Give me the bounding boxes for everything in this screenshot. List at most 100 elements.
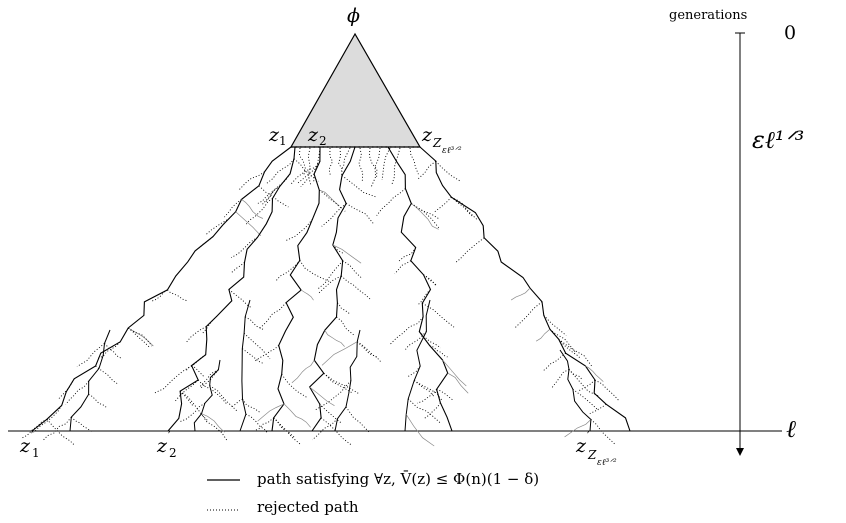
label-zlast-prime: z ′ Z εℓ³ᐟ² (575, 429, 617, 468)
rejected-branch (205, 211, 237, 236)
rejected-branch (568, 369, 583, 381)
svg-text:′: ′ (587, 429, 590, 443)
rejected-branch (328, 147, 333, 176)
rejected-branch (332, 244, 362, 264)
svg-text:Z: Z (587, 448, 597, 462)
accepted-subpath (559, 349, 592, 432)
rejected-branch (405, 414, 435, 447)
rejected-branch (245, 413, 269, 434)
rejected-branch (413, 380, 443, 401)
svg-text:1: 1 (279, 134, 287, 148)
rejected-branch (558, 338, 582, 359)
rejected-branch (127, 327, 153, 347)
rejected-branch (307, 147, 312, 186)
rejected-branch (319, 403, 343, 424)
svg-text:z: z (156, 435, 168, 457)
svg-text:′: ′ (31, 429, 34, 443)
rejected-branch (332, 244, 345, 255)
rejected-branch (572, 388, 599, 411)
rejected-branch (289, 161, 321, 186)
rejected-branch (514, 301, 543, 329)
rejected-branch (209, 385, 238, 412)
rejected-branch (370, 147, 381, 188)
svg-text:2: 2 (319, 134, 327, 148)
rejected-branch (336, 316, 354, 336)
rejected-branch (321, 203, 347, 227)
rejected-branch (447, 372, 469, 394)
rejected-branch (578, 379, 596, 392)
rejected-branch (191, 365, 206, 378)
svg-text:Z: Z (432, 136, 442, 150)
accepted-path (387, 146, 453, 432)
rejected-branch (243, 332, 271, 360)
rejected-branch (185, 326, 207, 343)
rejected-branch (356, 341, 378, 358)
rejected-branch (128, 327, 154, 347)
rejected-branch (127, 327, 150, 348)
rejected-branch (543, 352, 566, 371)
accepted-path (167, 146, 296, 432)
rejected-branch (356, 341, 382, 363)
rejected-branch (235, 211, 262, 237)
rejected-branch (197, 379, 228, 405)
rejected-branch (381, 147, 391, 181)
rejected-branch (585, 365, 604, 382)
svg-text:εℓ³ᐟ²: εℓ³ᐟ² (597, 458, 617, 468)
axis-bottom-value: ℓ (786, 415, 796, 443)
label-z1: z 1 (268, 124, 287, 148)
rejected-branch (150, 289, 168, 302)
rejected-branch (340, 275, 372, 301)
label-z2-prime: z ′ 2 (156, 429, 177, 460)
rejected-branch (259, 302, 287, 329)
rejected-branch (180, 402, 206, 422)
rejected-branch (424, 402, 441, 419)
rejected-branch (167, 289, 188, 302)
rejected-branch (376, 188, 406, 216)
rejected-branch (510, 287, 531, 301)
rejected-branch (558, 338, 593, 368)
rejected-branch (230, 398, 243, 409)
axis-arrowhead (736, 448, 744, 456)
rejected-branch (264, 173, 291, 204)
rejected-branch (423, 274, 437, 286)
rejected-branch (423, 274, 437, 287)
rejected-branch (230, 262, 245, 274)
rejected-branch (417, 289, 431, 306)
rejected-branch (338, 147, 343, 177)
rejected-branch (201, 315, 218, 335)
rejected-branch (154, 365, 192, 394)
rejected-branch (312, 418, 338, 441)
rejected-branch (398, 247, 417, 262)
rejected-branch (413, 380, 435, 398)
rejected-branch (324, 330, 345, 347)
rejected-branch (320, 417, 352, 446)
rejected-branch (239, 171, 265, 190)
label-z2: z 2 (307, 124, 327, 148)
rejected-branch (407, 398, 441, 423)
rejected-branch (394, 260, 412, 275)
legend-dotted-label: rejected path (257, 498, 359, 516)
rejected-branch (345, 406, 371, 434)
rejected-branch (590, 419, 617, 446)
rejected-branch (300, 289, 314, 301)
svg-text:′: ′ (168, 429, 171, 443)
rejected-branch (299, 260, 330, 282)
axis-title: generations (669, 8, 747, 23)
svg-text:1: 1 (32, 446, 40, 460)
rejected-branch (422, 302, 455, 328)
rejected-branch (88, 394, 107, 408)
rejected-branch (416, 389, 437, 404)
rejected-branch (283, 403, 311, 428)
rejected-branch (564, 419, 592, 438)
axis-top-value: 0 (784, 22, 796, 44)
rejected-branch (244, 316, 264, 331)
accepted-subpath (334, 329, 361, 432)
accepted-subpath (193, 359, 221, 432)
rejected-branch (42, 416, 72, 442)
rejected-branch (321, 341, 358, 366)
rejected-branch (265, 158, 295, 185)
rejected-branch (241, 199, 264, 219)
accepted-path (419, 146, 631, 432)
svg-text:z: z (268, 124, 280, 146)
